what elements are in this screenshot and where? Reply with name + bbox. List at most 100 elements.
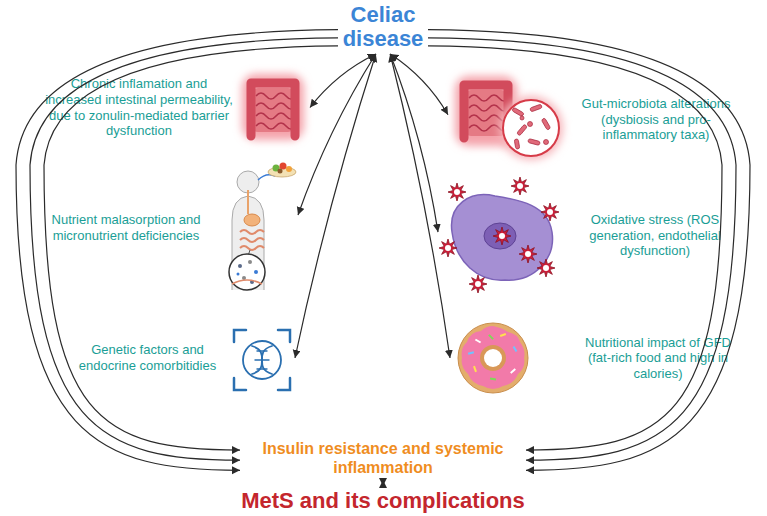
nutrient-dots [232,260,262,284]
bacterium [544,140,549,145]
stomach [244,214,260,226]
cell-nucleus [484,223,516,249]
magnifier-circle [229,254,265,290]
sprinkle [468,351,474,354]
nutrient-dot [248,260,252,264]
ros-burst [537,259,555,277]
factor-node: Gut-microbiota alterations (dysbiosis an… [448,72,740,167]
connector-arrow [428,30,750,471]
factor-node: Chronic inflamation and increased intest… [28,70,310,145]
outcome-node: MetS and its complications [163,486,603,516]
dna-circle [243,341,281,379]
sprinkle [488,334,494,340]
bacterium [520,116,524,120]
sprinkle [473,366,477,372]
connector-arrow [30,38,338,460]
connector-arrow [428,38,736,460]
node-text: Nutrient malasorption and micronutrient … [45,212,207,243]
ros-burst [493,227,511,245]
node-text: Nutritional impact of GFD (fat-rich food… [578,335,738,382]
nutrient-dot [237,273,240,276]
food-item [286,166,292,172]
nutrient-dot [238,264,242,268]
node-text: Gut-microbiota alterations (dysbiosis an… [576,96,736,143]
connector-arrow [390,54,450,358]
node-text: Chronic inflamation and increased intest… [42,76,236,138]
donut-icing [462,326,525,389]
factor-node: Genetic factors and endocrine comorbitid… [50,322,295,394]
sprinkles [468,333,518,380]
esophagus [247,190,249,214]
connector-arrow [44,46,338,450]
bacterium [528,122,533,127]
dna-strand [252,346,272,374]
bacterium [530,104,543,112]
ros-burst [448,183,466,201]
donut-illustration [458,323,528,393]
target-corner [234,330,246,342]
factor-node: Oxidative stress (ROS generation, endoth… [438,178,743,293]
ros-burst [439,239,457,257]
intestine-illustration [242,74,304,140]
sprinkle [490,377,496,380]
bacterium [528,139,541,146]
dna-strand [252,346,272,374]
donut-hole [484,349,502,367]
cell-body [452,195,553,280]
microbiota-illustration [455,76,563,160]
connector-arrow [390,54,438,232]
source-node: Celiac disease [338,0,428,54]
lens-glow [499,96,563,160]
colon-frame [251,83,295,136]
sprinkle [475,339,481,344]
node-text: Oxidative stress (ROS generation, endoth… [570,212,740,259]
magnifier-circle [503,100,559,156]
nutrient-dot [254,270,258,274]
node-text: MetS and its complications [163,488,603,514]
node-text: Genetic factors and endocrine comorbitid… [70,342,225,373]
connector-arrow [298,54,376,215]
bacterium [517,124,528,136]
node-text: Insulin resistance and systemic inflamma… [240,439,526,477]
ros-burst [511,177,529,195]
outcome-node: Insulin resistance and systemic inflamma… [240,436,526,480]
donut-hole-rim [480,345,506,371]
target-corner [278,378,290,390]
ros-burst [469,275,487,293]
bacteria-group [512,104,551,149]
node-text: Celiac disease [338,3,428,51]
target-corner [234,378,246,390]
dna-rungs [255,351,269,369]
connector-arrow [16,30,338,471]
connector-arrow [295,54,376,358]
cell-illustration [439,177,559,293]
intestine-folds [256,93,296,129]
bacterium [514,139,520,150]
connector-arrow [310,54,376,108]
donut-dough [458,323,528,393]
food-item [280,163,287,170]
connector-arrow [428,46,722,450]
target-corner [278,330,290,342]
digestion-illustration [229,163,296,291]
villi-line [232,280,262,284]
connector-arrow [390,54,448,115]
factor-node: Nutritional impact of GFD (fat-rich food… [450,322,740,394]
bacterium [512,107,524,116]
head-silhouette [237,171,259,193]
food-item [278,169,283,174]
bacterium [541,118,550,130]
ros-burst [541,203,559,221]
sprinkle [500,333,506,337]
connector-arrow [382,480,383,486]
intestine-glow [242,74,304,140]
sprinkle [513,346,518,352]
dna-icon [234,330,290,390]
factor-node: Nutrient malasorption and micronutrient … [40,165,298,290]
intestine-small [240,230,264,250]
ros-burst [519,245,537,263]
sprinkle [510,368,516,373]
